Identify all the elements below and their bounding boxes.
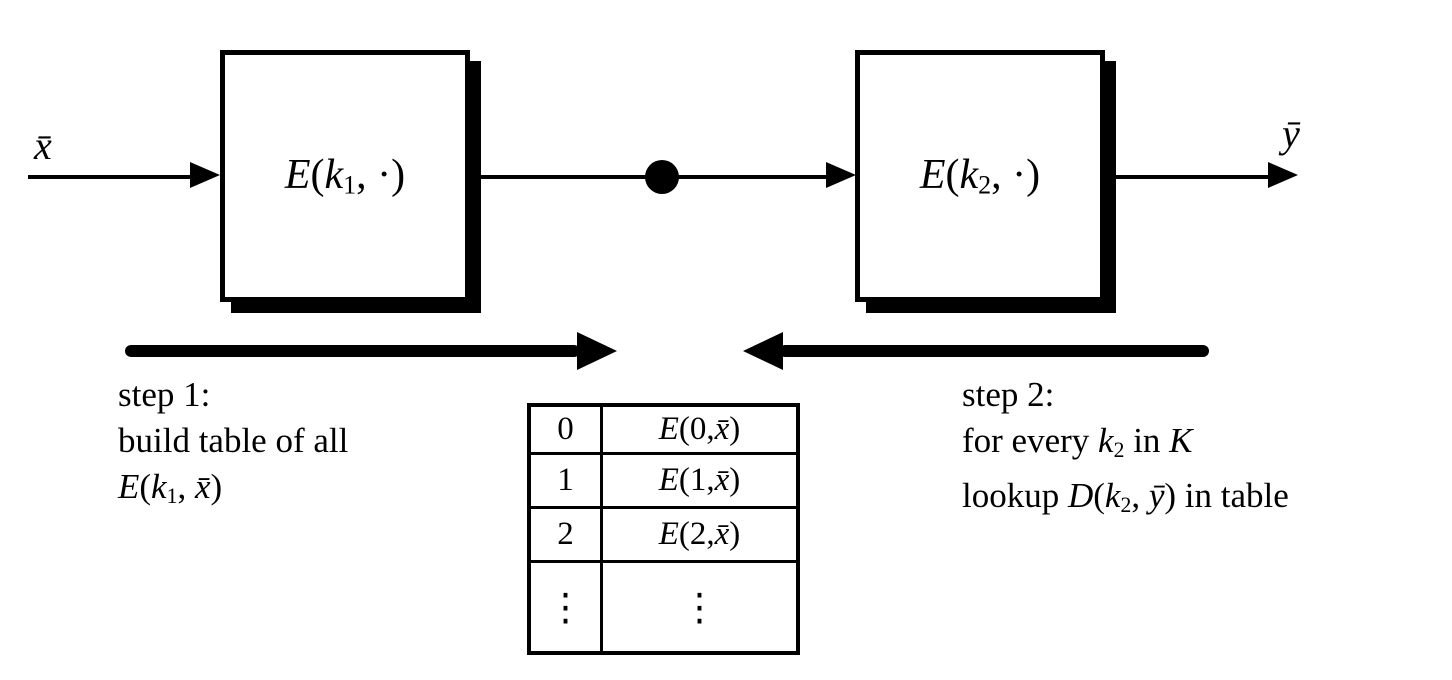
encrypt-box-2: E(k2, ·) (855, 50, 1105, 302)
input-arrowhead-icon (190, 162, 220, 188)
table-value-cell: ⋮ (680, 585, 719, 629)
encrypt-box-1-label: E(k1, ·) (284, 152, 406, 200)
step2-arrow-line (779, 345, 1209, 357)
mid-arrowhead-icon (826, 162, 856, 188)
table-value-cell: E(2, x̄) (603, 509, 796, 563)
table-value-cell: E(1, x̄) (603, 455, 796, 509)
step2-line1: step 2: (962, 375, 1055, 414)
encrypt-box-2-label: E(k2, ·) (919, 152, 1041, 200)
step1-line1: step 1: (118, 375, 211, 414)
step1-line2: build table of all (118, 421, 349, 460)
step1-text: step 1: build table of all E(k1, x̄) (118, 372, 348, 519)
output-arrowhead-icon (1268, 162, 1298, 188)
step1-arrowhead-icon (577, 332, 617, 370)
table-value-cell: E(0, x̄) (603, 407, 796, 455)
step2-text: step 2: for every k2 in K lookup D(k2, ȳ… (962, 372, 1289, 528)
table-key-cell: ⋮ (531, 563, 603, 651)
table-key-cell: 2 (531, 509, 603, 563)
step2-line3: lookup D(k2, ȳ) in table (962, 475, 1289, 517)
table-key-cell: 1 (531, 455, 603, 509)
input-label: x̄ (34, 123, 52, 168)
table-key-cell: 0 (531, 407, 603, 455)
junction-dot-icon (645, 160, 679, 194)
output-label: ȳ (1282, 111, 1300, 156)
lookup-table: 0 E(0, x̄) 1 E(1, x̄) 2 E(2, x̄) ⋮ ⋮ (527, 403, 800, 655)
step1-line3: E(k1, x̄) (118, 467, 223, 508)
output-arrow-line (1105, 175, 1270, 179)
step1-arrow-line (125, 345, 580, 357)
step2-line2: for every k2 in K (962, 421, 1194, 462)
input-arrow-line (28, 175, 194, 179)
encrypt-box-1: E(k1, ·) (220, 50, 470, 302)
step2-arrowhead-icon (743, 332, 783, 370)
